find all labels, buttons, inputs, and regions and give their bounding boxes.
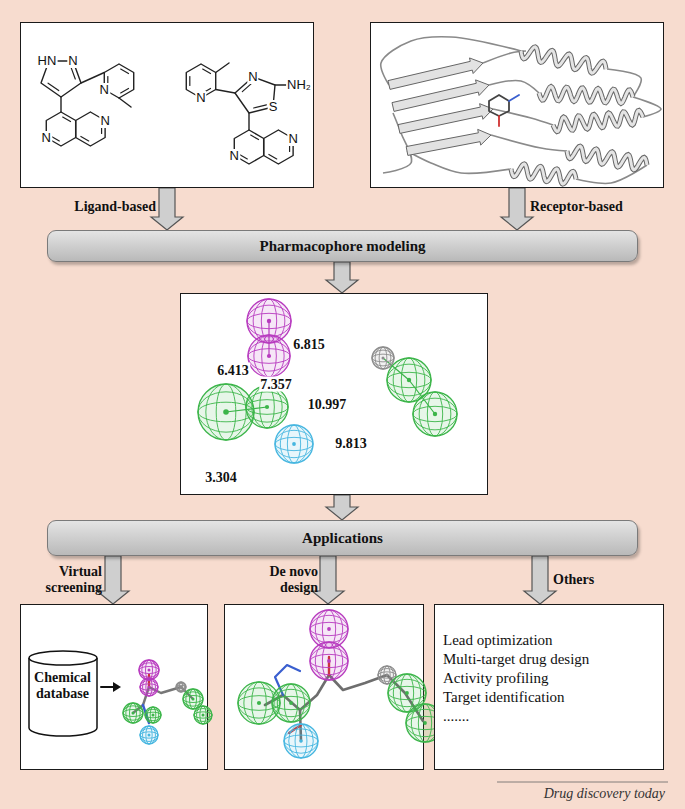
bond-line [254,105,267,108]
screening-hit [101,660,212,744]
distance-value: 3.304 [204,470,238,485]
database-label: Chemical database [28,650,98,702]
ligand-sticks [498,116,500,126]
list-item: Multi-target drug design [435,650,663,669]
edge-label: Receptor-based [530,199,623,215]
atom-label: N [41,131,52,145]
flow-arrow [101,686,114,688]
distance-value: 7.357 [259,377,293,392]
illustration [181,294,489,496]
distance-value: 6.815 [292,337,326,352]
bond-line [239,154,247,159]
bond-line [189,76,190,85]
protein-ribbon [381,37,661,184]
edge-label: Virtual screening [22,564,102,596]
bond-line [121,69,129,74]
bond-line [251,135,259,140]
cylinder-outline [29,651,97,736]
feature-sphere [139,660,159,680]
ligand-sticks [489,95,509,116]
edge-label: Others [553,572,594,588]
edge-label: De novo design [243,564,318,596]
feature-sphere [372,347,394,369]
design-panel [224,604,424,770]
list-item: ....... [435,707,663,726]
atom-label: HN [37,54,58,68]
illustration [371,23,665,189]
feature-sphere [140,678,158,696]
atom-label: N [247,70,258,84]
bond-line [63,117,71,122]
bond-line [60,97,61,112]
bond-line [216,90,235,94]
block-arrow [524,556,556,604]
distance-value: 10.997 [307,397,348,412]
feature-sphere [275,425,313,463]
atom-label: N [99,114,110,128]
feature-sphere [413,392,457,436]
list-item: Activity profiling [435,669,663,688]
bond-line [51,136,59,141]
bond-line [48,83,59,90]
bond-line [81,136,89,141]
ligand-sticks [509,95,519,101]
feature-sphere [284,724,318,758]
feature-sphere [194,706,212,724]
bond-line [121,88,129,93]
arrow-head [113,682,121,692]
pharmacophore-panel: 6.413 7.357 6.815 10.997 9.813 3.304 [180,293,488,495]
feature-sphere [248,335,290,377]
band-title: Applications [302,530,383,547]
illustration [225,605,425,771]
atom-label: N [99,83,110,97]
bond-line [203,69,211,74]
bond-line [242,83,252,92]
feature-sphere [123,703,143,723]
receptor-panel [370,22,664,188]
bond-line [248,113,249,130]
block-arrow [326,262,358,293]
process-band: Pharmacophore modeling [47,230,638,262]
bond-line [119,98,131,107]
database-cylinder: Chemical database [28,650,98,736]
distance-value: 6.413 [216,363,250,378]
atom-label: NH₂ [286,78,312,92]
edge-label: Ligand-based [74,199,156,215]
screening-panel: Chemical database [20,604,208,770]
distance-value: 9.813 [334,436,368,451]
feature-sphere [198,384,254,440]
atom-label: N [67,54,78,68]
band-title: Pharmacophore modeling [260,238,426,255]
bond-line [216,63,229,73]
structure-drawing [41,61,297,164]
feature-sphere [310,642,348,680]
feature-sphere [246,386,288,428]
atom-label: N [287,132,298,146]
process-band: Applications [47,520,638,556]
bond-line [71,67,75,79]
feature-sphere [176,682,186,692]
ligand-panel: HN N N N N N N NH₂ S N N [20,22,314,188]
source-caption: Drug discovery today [544,786,665,802]
list-item: Lead optimization [435,631,663,650]
atom-label: S [268,100,279,114]
atom-label: N [229,149,240,163]
designed-molecule [238,610,444,758]
block-arrow [326,495,358,520]
bond-line [81,73,104,84]
pharmacophore-model [198,299,457,463]
list-panel: Lead optimizationMulti-target drug desig… [434,604,664,770]
feature-sphere [145,707,161,723]
list-item: Target identification [435,688,663,707]
feature-sphere [272,684,310,722]
atom-label: N [195,91,206,105]
feature-sphere [140,726,158,744]
bond-line [269,154,277,159]
caption-rule [497,782,668,783]
block-arrow [501,188,533,230]
